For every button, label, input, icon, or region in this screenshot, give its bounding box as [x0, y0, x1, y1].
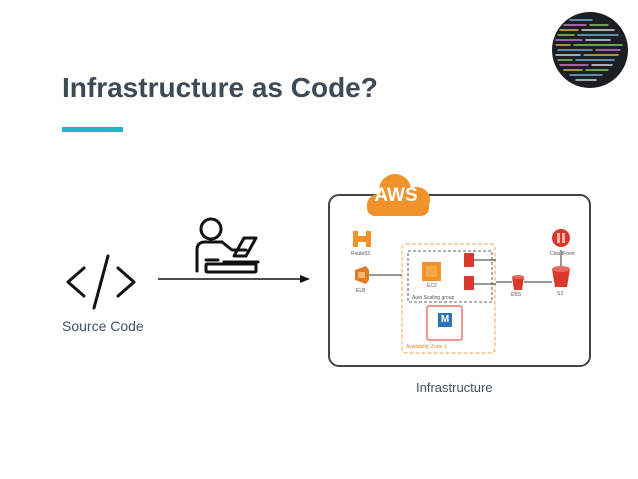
s3-icon: [552, 266, 570, 287]
route53-icon: [353, 231, 371, 247]
elb-label: ELB: [356, 288, 366, 294]
title-accent-bar: [62, 127, 123, 132]
ec2-icon: [422, 262, 441, 281]
ec2-label: EC2: [427, 283, 437, 289]
elb-icon: [355, 266, 369, 284]
rds-icon: [426, 305, 463, 341]
auto-scaling-group: [407, 250, 493, 303]
ec2-instance-bottom: [464, 276, 474, 290]
cloudfront-icon: [552, 229, 570, 247]
ebs-label: EBS: [511, 292, 522, 298]
cloudfront-label: CloudFront: [550, 251, 575, 257]
ec2-instance-top: [464, 253, 474, 267]
availability-zone-label: Availability Zone 1: [406, 344, 447, 350]
rds-label: M: [440, 314, 450, 325]
infrastructure-box: [328, 194, 591, 367]
aws-cloud-icon: [367, 174, 430, 216]
aws-badge-label: AWS: [374, 185, 418, 206]
source-code-label: Source Code: [62, 318, 144, 334]
infrastructure-label: Infrastructure: [416, 380, 493, 395]
slide-title: Infrastructure as Code?: [62, 72, 378, 103]
auto-scaling-label: Auto Scaling group: [412, 295, 455, 301]
ebs-icon: [512, 275, 524, 290]
s3-label: S3: [557, 291, 564, 297]
availability-zone: [401, 243, 496, 354]
route53-label: Route53: [351, 251, 370, 257]
code-brackets-icon: [66, 254, 136, 310]
developer-laptop-icon: [195, 217, 260, 274]
arrow-right-icon: [158, 275, 310, 283]
code-editor-badge-icon: [552, 12, 628, 88]
